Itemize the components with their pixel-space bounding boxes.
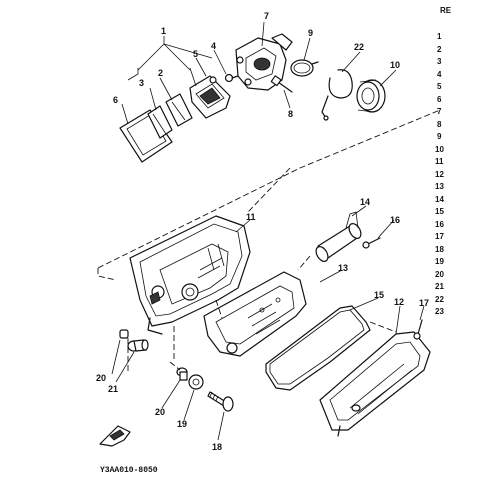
gasket-part-6 — [119, 109, 173, 163]
leader-lines — [111, 21, 425, 441]
case-cover-part-12 — [319, 331, 431, 437]
bolt-part-18 — [207, 391, 234, 412]
label-6: 6 — [113, 95, 118, 105]
label-4: 4 — [211, 41, 216, 51]
front-direction-arrow — [99, 425, 131, 447]
label-18: 18 — [212, 442, 222, 452]
element-part-13 — [203, 271, 307, 357]
drawing-code: Y3AA010-8050 — [100, 466, 158, 475]
label-22: 22 — [354, 42, 364, 52]
label-5: 5 — [193, 49, 198, 59]
intake-manifold-part-7 — [235, 33, 293, 91]
screw-part-16 — [362, 237, 381, 249]
grommet-part-20-upper — [119, 329, 129, 339]
label-16: 16 — [390, 215, 400, 225]
ref-number: 10 — [435, 145, 444, 154]
ref-number: 23 — [435, 307, 444, 316]
label-17: 17 — [419, 298, 429, 308]
joint-pipe-part-14 — [315, 211, 362, 262]
bolt-part-8 — [270, 75, 293, 93]
ref-number: 13 — [435, 182, 444, 191]
ref-number: 19 — [435, 257, 444, 266]
ref-number: 4 — [437, 70, 442, 79]
ref-number: 11 — [435, 157, 444, 166]
label-20-b: 20 — [155, 407, 165, 417]
label-1: 1 — [161, 26, 166, 36]
ref-number: 18 — [435, 245, 444, 254]
assembly-lines — [97, 109, 441, 372]
clamp-part-9 — [290, 59, 319, 77]
label-14: 14 — [360, 197, 370, 207]
label-12: 12 — [394, 297, 404, 307]
washer-part-19 — [188, 374, 204, 390]
screw-part-5 — [209, 76, 217, 84]
label-21: 21 — [108, 384, 118, 394]
label-13: 13 — [338, 263, 348, 273]
ref-number: 2 — [437, 45, 442, 54]
label-2: 2 — [158, 68, 163, 78]
ref-number: 16 — [435, 220, 444, 229]
screw-part-17 — [413, 319, 423, 340]
ref-number: 15 — [435, 207, 444, 216]
ref-number: 3 — [437, 57, 442, 66]
label-11: 11 — [246, 212, 256, 222]
label-3: 3 — [139, 78, 144, 88]
label-20-a: 20 — [96, 373, 106, 383]
reference-column-header: RE — [440, 6, 452, 15]
ref-number: 12 — [435, 170, 444, 179]
ref-number: 20 — [435, 270, 444, 279]
grommet-part-20-lower — [176, 367, 188, 381]
ref-number: 6 — [437, 95, 442, 104]
joint-part-10 — [356, 79, 386, 113]
ref-number: 9 — [437, 132, 442, 141]
ref-number: 1 — [437, 32, 442, 41]
reed-valve-assembly — [119, 36, 239, 163]
air-cleaner-case-part-11 — [129, 215, 251, 335]
label-7: 7 — [264, 11, 269, 21]
ring-part-22 — [321, 69, 353, 121]
reference-column: RE 1 2 3 4 5 6 7 8 9 10 11 12 13 14 15 1… — [435, 6, 452, 316]
ref-number: 21 — [435, 282, 444, 291]
part-number-labels: 1 2 3 4 5 6 7 8 9 10 11 12 13 14 15 16 1… — [96, 11, 429, 452]
ref-number: 14 — [435, 195, 444, 204]
label-8: 8 — [288, 109, 293, 119]
collar-part-21 — [127, 339, 149, 352]
seal-ring-part-15 — [265, 305, 371, 391]
ref-number: 8 — [437, 120, 442, 129]
label-9: 9 — [308, 28, 313, 38]
stopper-part-2 — [165, 93, 193, 127]
label-10: 10 — [390, 60, 400, 70]
ref-number: 22 — [435, 295, 444, 304]
ref-number: 7 — [437, 107, 442, 116]
ref-number: 5 — [437, 82, 442, 91]
label-15: 15 — [374, 290, 384, 300]
label-19: 19 — [177, 419, 187, 429]
ref-number: 17 — [435, 232, 444, 241]
